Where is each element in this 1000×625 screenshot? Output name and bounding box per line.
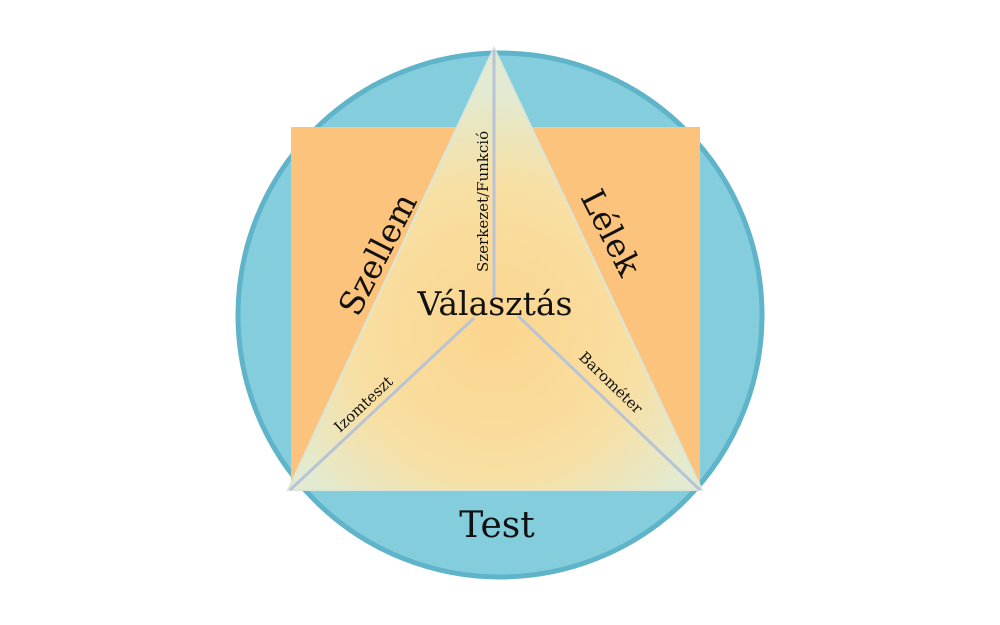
label-szerkezet-funkcio: Szerkezet/Funkció <box>474 131 492 272</box>
label-test: Test <box>459 505 535 546</box>
axis-line-left <box>288 316 476 492</box>
axis-line-right <box>516 314 702 492</box>
label-valasztas: Választás <box>417 284 573 323</box>
